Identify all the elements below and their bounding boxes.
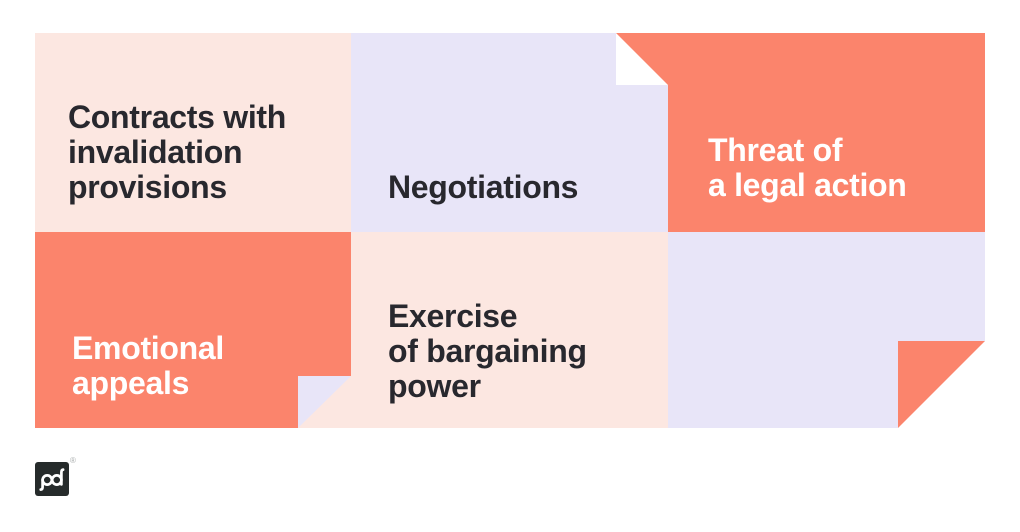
pandadoc-pd-monogram-icon bbox=[39, 468, 65, 491]
tile-contracts-with-invalidation-provisions: Contracts with invalidation provisions bbox=[35, 33, 351, 232]
folded-corner-flap-icon bbox=[298, 376, 351, 428]
registered-trademark-mark: ® bbox=[70, 456, 76, 465]
folded-corner-flap-icon bbox=[616, 33, 668, 85]
pandadoc-logo: ® bbox=[35, 456, 76, 502]
tile-threat-of-a-legal-action: Threat of a legal action bbox=[668, 33, 985, 232]
pandadoc-logo-box bbox=[35, 462, 69, 496]
tile-label: Negotiations bbox=[388, 169, 579, 205]
tile-label: Contracts with invalidation provisions bbox=[68, 99, 287, 205]
folded-corner-top bbox=[616, 33, 668, 85]
tile-negotiations: Negotiations bbox=[351, 33, 668, 232]
tile-label: Emotional appeals bbox=[72, 330, 224, 401]
folded-corner-bottom-right bbox=[898, 341, 985, 428]
tile-label: Threat of a legal action bbox=[708, 132, 907, 203]
folded-corner-flap-icon bbox=[898, 341, 985, 428]
folded-corner-bottom-left bbox=[298, 376, 351, 428]
tile-exercise-of-bargaining-power: Exercise of bargaining power bbox=[351, 232, 668, 428]
tile-label: Exercise of bargaining power bbox=[388, 298, 587, 404]
